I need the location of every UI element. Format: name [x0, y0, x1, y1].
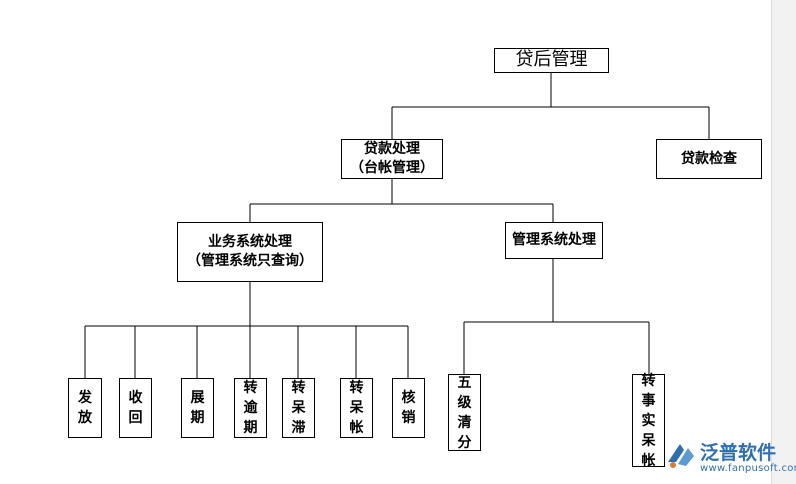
leaf-char: 期 [190, 410, 205, 426]
management-system-node: 管理系统处理 [505, 222, 603, 259]
leaf-actual-bad-debt-node: 转 事 实 呆 帐 [632, 372, 665, 469]
loan-inspection-label: 贷款检查 [681, 150, 737, 167]
management-system-label: 管理系统处理 [512, 232, 596, 249]
leaf-bad-debt-node: 转 呆 帐 [340, 378, 373, 438]
leaf-char: 核 [401, 390, 416, 406]
logo-name: 泛普软件 [700, 442, 777, 464]
logo-mark-icon [668, 444, 694, 468]
leaf-char: 收 [128, 390, 143, 406]
business-system-line1: 业务系统处理 [208, 234, 292, 251]
loan-processing-node: 贷款处理 （台帐管理） [341, 139, 443, 179]
leaf-char: 回 [128, 410, 143, 426]
leaf-char: 实 [641, 412, 656, 429]
leaf-char: 转 [641, 372, 656, 389]
leaf-issue-node: 发 放 [68, 378, 102, 438]
loan-processing-line2: （台帐管理） [350, 160, 434, 176]
leaf-char: 帐 [641, 452, 656, 469]
leaf-char: 发 [78, 390, 92, 406]
leaf-char: 呆 [641, 432, 656, 449]
scrollbar-track[interactable] [771, 0, 796, 484]
root-node: 贷后管理 [494, 48, 609, 73]
fanpusoft-logo: 泛普软件 www.fanpusoft.com [664, 438, 796, 478]
leaf-char: 期 [243, 420, 258, 436]
leaf-char: 放 [78, 410, 92, 426]
loan-inspection-node: 贷款检查 [656, 139, 762, 179]
leaf-char: 滞 [291, 420, 306, 436]
leaf-overdue-node: 转 逾 期 [234, 378, 267, 438]
leaf-char: 转 [243, 380, 258, 396]
leaf-char: 分 [457, 434, 472, 451]
business-system-node: 业务系统处理 （管理系统只查询） [177, 222, 323, 282]
root-node-label: 贷后管理 [515, 49, 588, 71]
leaf-char: 呆 [291, 400, 306, 416]
logo-url: www.fanpusoft.com [700, 463, 796, 474]
loan-processing-line1: 贷款处理 [364, 141, 420, 158]
scrollbar-divider [771, 0, 772, 484]
leaf-char: 事 [641, 392, 656, 409]
leaf-char: 销 [401, 410, 416, 426]
leaf-char: 逾 [243, 400, 258, 416]
leaf-five-level-node: 五 级 清 分 [448, 374, 481, 451]
leaf-extend-node: 展 期 [181, 378, 214, 438]
leaf-char: 帐 [349, 420, 364, 436]
leaf-char: 五 [457, 374, 472, 391]
leaf-stagnant-node: 转 呆 滞 [282, 378, 315, 438]
leaf-recover-node: 收 回 [119, 378, 152, 438]
business-system-line2: （管理系统只查询） [187, 253, 313, 269]
leaf-char: 转 [349, 380, 364, 396]
leaf-char: 呆 [349, 400, 364, 416]
leaf-char: 转 [291, 380, 306, 396]
leaf-write-off-node: 核 销 [392, 378, 425, 438]
leaf-char: 清 [457, 414, 472, 431]
leaf-char: 展 [190, 390, 205, 406]
leaf-char: 级 [457, 394, 472, 411]
